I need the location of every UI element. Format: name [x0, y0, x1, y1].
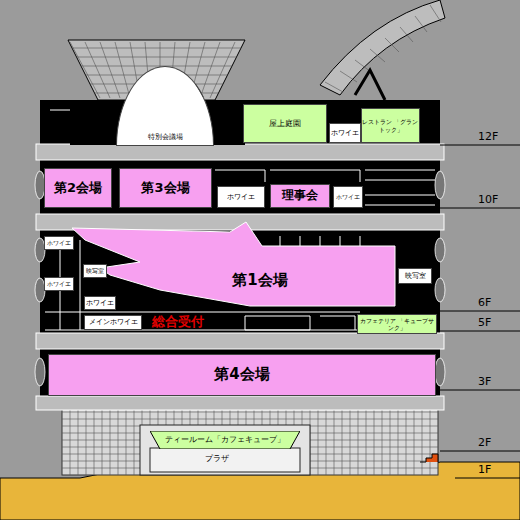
- floor-label: 5F: [478, 317, 491, 328]
- hall-box: 第4会場: [48, 354, 436, 396]
- floor-label: 12F: [478, 131, 498, 142]
- foyer-box: ホワイエ: [84, 296, 116, 310]
- hall-box: 第3会場: [119, 168, 212, 208]
- hall-box: 第2会場: [44, 168, 112, 208]
- foyer-box: ホワイエ: [44, 277, 74, 291]
- room-name: レストラン 「グラントック」: [362, 118, 419, 132]
- foyer-box: ホワイエ: [333, 186, 363, 208]
- room-name: カフェテリア 「キューブサンク」: [358, 317, 436, 331]
- floor-label: 3F: [478, 376, 491, 387]
- room-name: ホワイエ: [86, 299, 114, 307]
- room-name: 映写室: [86, 267, 104, 274]
- room-name: 第2会場: [54, 181, 102, 196]
- room-name: 屋上庭園: [269, 119, 301, 128]
- room-name: ティールーム「カフェキューブ」: [165, 435, 285, 444]
- reception-label: 総合受付: [152, 315, 204, 328]
- plaza-label: プラザ: [205, 455, 229, 463]
- room-name: ホワイエ: [47, 280, 71, 287]
- room-name: ホワイエ: [331, 129, 359, 137]
- floor-label: 10F: [478, 194, 498, 205]
- foyer-box: ホワイエ: [329, 123, 361, 143]
- room-name: ホワイエ: [47, 239, 71, 246]
- projection-room-box: 映写室: [83, 264, 107, 278]
- foyer-box: ホワイエ: [217, 186, 265, 208]
- cafeteria-box: カフェテリア 「キューブサンク」: [357, 314, 437, 334]
- projection-room-box: 映写室: [398, 268, 432, 284]
- floor-label: 2F: [478, 437, 491, 448]
- garden-box: 屋上庭園: [243, 104, 327, 143]
- room-name: 理事会: [282, 189, 318, 203]
- room-name: 映写室: [405, 272, 426, 280]
- room-name: 第4会場: [214, 366, 269, 383]
- foyer-box: ホワイエ: [44, 236, 74, 250]
- room-name: 第3会場: [141, 181, 189, 196]
- floor-label: 1F: [478, 464, 491, 475]
- hall-label-box: 第1会場: [200, 266, 320, 296]
- foyer-box: メインホワイエ: [84, 315, 142, 330]
- room-name: メインホワイエ: [89, 318, 138, 326]
- room-name: ホワイエ: [336, 193, 360, 200]
- room-name: ホワイエ: [227, 193, 255, 201]
- floor-label: 6F: [478, 297, 491, 308]
- restaurant-box: レストラン 「グラントック」: [361, 108, 420, 143]
- room-name: 第1会場: [232, 272, 287, 289]
- tearoom-box: ティールーム「カフェキューブ」: [150, 431, 300, 449]
- board-room-box: 理事会: [270, 184, 330, 208]
- room-name: 特別会議場: [148, 133, 183, 141]
